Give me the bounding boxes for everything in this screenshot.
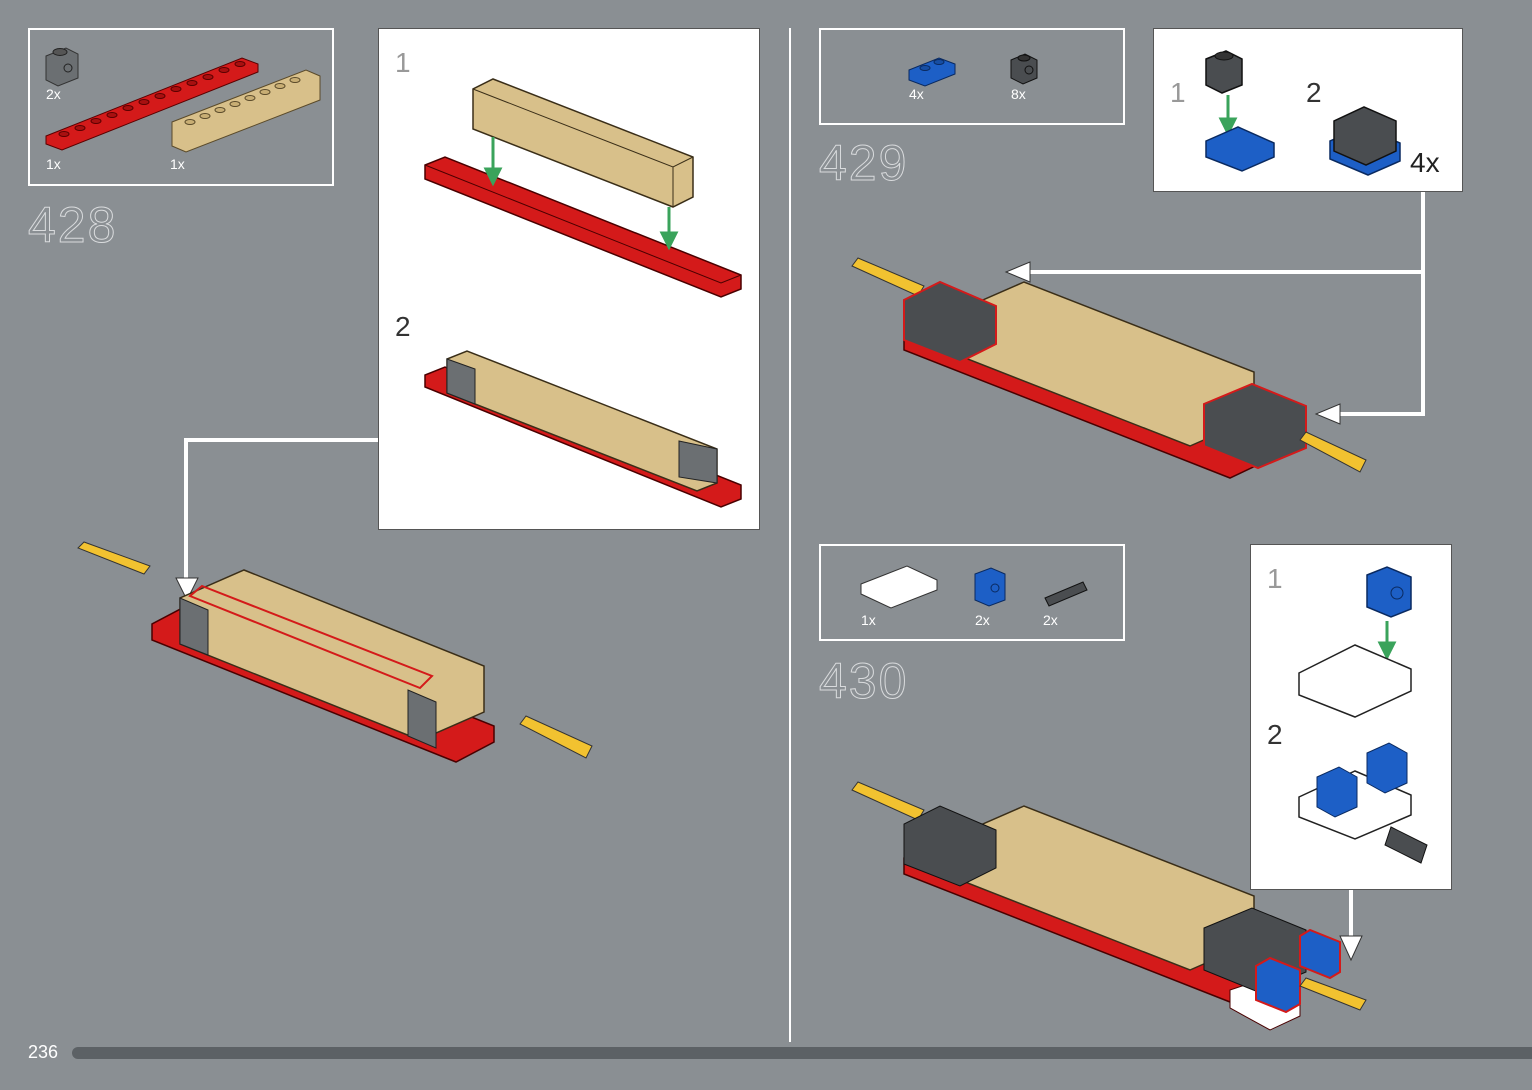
page-number: 236 — [28, 1042, 58, 1063]
page-progress-bar — [72, 1047, 1532, 1059]
